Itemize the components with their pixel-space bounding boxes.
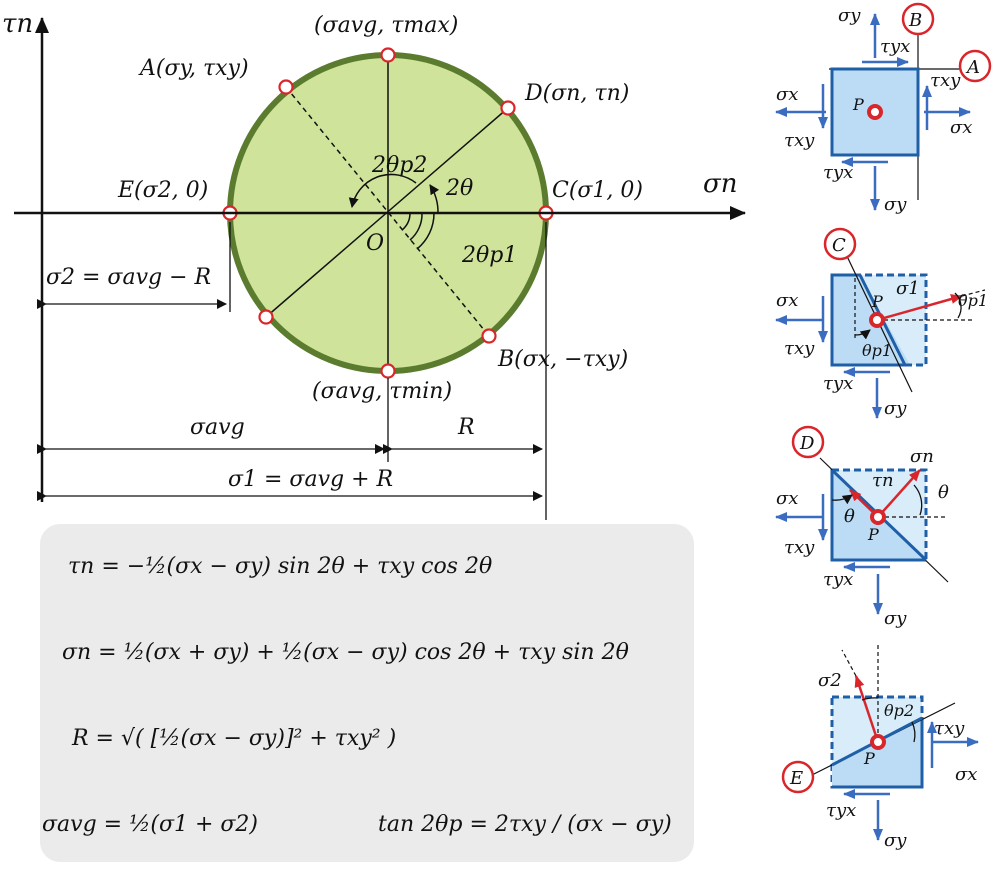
el4-point-P: P: [863, 749, 875, 768]
point-B-label: B(σx, −τxy): [497, 347, 628, 372]
dim-sigma1-label: σ1 = σavg + R: [228, 467, 393, 492]
stress-element-3: [775, 425, 949, 615]
el3-sigma-y: σy: [884, 608, 907, 629]
el2-sigma-y: σy: [884, 398, 907, 419]
el2-label-C: C: [832, 235, 846, 256]
el3-tau-n: τn: [872, 470, 894, 491]
el1-point-P: P: [852, 95, 864, 114]
el3-theta-left: θ: [844, 506, 855, 527]
el2-theta-p1-right: θp1: [958, 291, 988, 310]
dimension-lines: [37, 222, 547, 520]
point-A: [278, 79, 294, 95]
equation-tan: tan 2θp = 2τxy / (σx − σy): [378, 812, 672, 837]
point-D-label: D(σn, τn): [524, 81, 629, 106]
el2-point-P: P: [871, 292, 883, 311]
dim-sigma-avg-label: σavg: [190, 415, 245, 440]
angle-2theta-p1-label: 2θp1: [461, 243, 517, 268]
el4-tau-xy: τxy: [934, 718, 965, 739]
dim-R-label: R: [457, 415, 475, 440]
bottom-point-label: (σavg, τmin): [312, 379, 452, 404]
el2-tau-xy: τxy: [784, 338, 815, 359]
angle-2theta-label: 2θ: [445, 176, 473, 201]
el1-tau-xy-right: τxy: [930, 70, 961, 91]
el3-sigma-x: σx: [776, 488, 798, 509]
point-top: [380, 47, 396, 63]
el4-tau-yx: τyx: [826, 800, 856, 821]
equation-sigma-avg: σavg = ½(σ1 + σ2): [42, 812, 259, 837]
el4-theta-p2: θp2: [884, 701, 914, 720]
el1-tau-yx-bottom: τyx: [823, 162, 853, 183]
el1-tau-xy-left: τxy: [784, 130, 815, 151]
el1-sigma-x-left: σx: [776, 84, 798, 105]
equations-panel: [40, 524, 694, 862]
point-D: [500, 100, 516, 116]
el2-sigma-1: σ1: [896, 278, 920, 299]
axis-tau-label: τn: [2, 9, 33, 39]
el1-sigma-y-bottom: σy: [884, 194, 907, 215]
el2-sigma-x: σx: [776, 290, 798, 311]
stress-element-4: [781, 645, 979, 841]
el1-sigma-y-top: σy: [838, 5, 861, 26]
axes: [14, 17, 746, 502]
el4-sigma-2: σ2: [818, 670, 842, 691]
point-E-label: E(σ2, 0): [117, 178, 208, 203]
el2-tau-yx: τyx: [823, 373, 853, 394]
el2-theta-p1-left: θp1: [862, 341, 892, 360]
point-B: [481, 328, 497, 344]
el3-label-D: D: [799, 433, 815, 454]
el3-sigma-n: σn: [910, 446, 934, 467]
point-bottom: [380, 363, 396, 379]
el3-point-P: P: [867, 525, 879, 544]
stress-element-2: [775, 227, 986, 419]
el1-sigma-x-right: σx: [950, 117, 972, 138]
origin-label: O: [366, 231, 384, 256]
angle-2theta-p2-label: 2θp2: [371, 153, 427, 178]
stress-element-1: [775, 2, 992, 211]
el1-tau-yx-top: τyx: [880, 36, 910, 57]
equation-sigma-n: σn = ½(σx + σy) + ½(σx − σy) cos 2θ + τx…: [62, 640, 629, 665]
el4-sigma-y: σy: [884, 830, 907, 851]
point-A-label: A(σy, τxy): [138, 56, 249, 81]
point-D-opposite: [258, 309, 274, 325]
point-C-label: C(σ1, 0): [552, 178, 643, 203]
dim-sigma2-label: σ2 = σavg − R: [46, 265, 211, 290]
equation-tau-n: τn = −½(σx − σy) sin 2θ + τxy cos 2θ: [68, 554, 493, 579]
el3-theta-right: θ: [938, 482, 949, 503]
equation-radius: R = √( [½(σx − σy)]² + τxy² ): [72, 726, 397, 751]
el4-label-E: E: [789, 768, 803, 789]
el1-label-A: A: [965, 57, 980, 78]
el1-label-B: B: [908, 10, 922, 31]
axis-sigma-label: σn: [703, 169, 738, 199]
el4-sigma-x: σx: [955, 764, 977, 785]
el3-tau-yx: τyx: [823, 569, 853, 590]
el3-tau-xy: τxy: [784, 537, 815, 558]
top-point-label: (σavg, τmax): [314, 13, 458, 38]
